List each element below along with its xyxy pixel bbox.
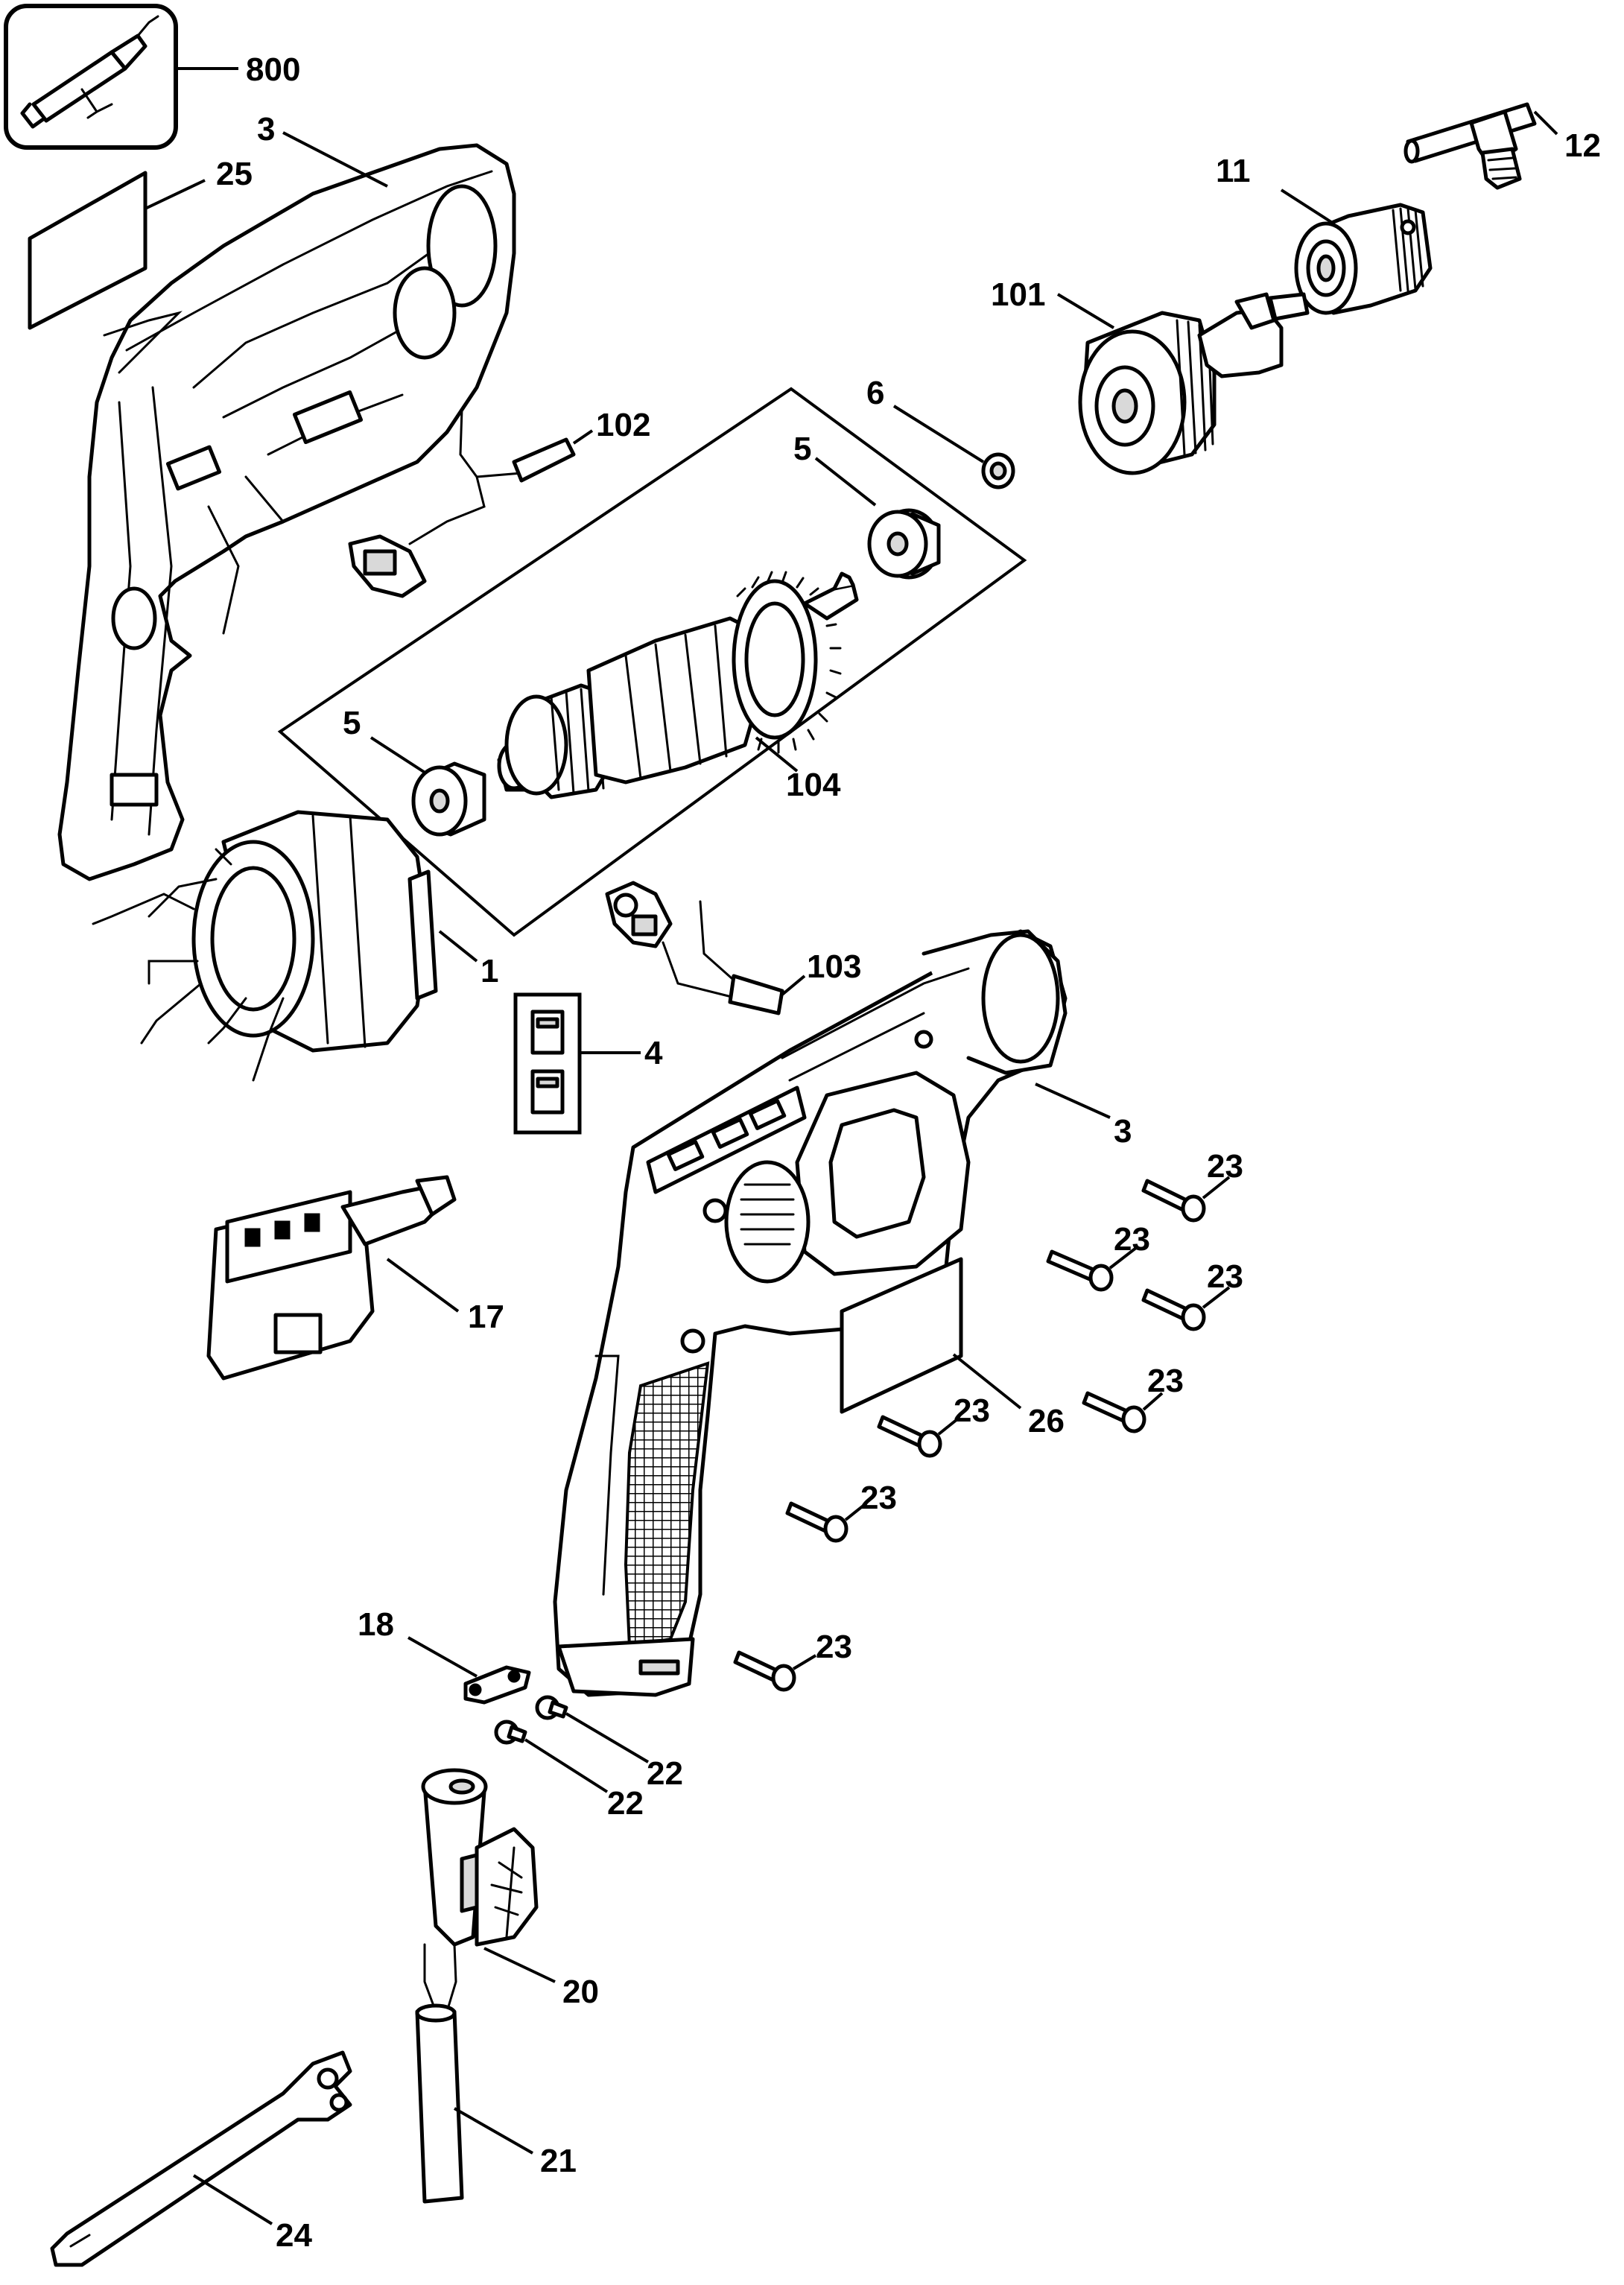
wire-lead-102 <box>348 408 576 598</box>
field-coil <box>92 810 438 1082</box>
callout-5-lower: 5 <box>343 705 361 741</box>
label-25 <box>28 171 148 330</box>
housing-assembled <box>553 929 1068 1697</box>
callout-17: 17 <box>468 1299 504 1335</box>
callout-20: 20 <box>562 1974 599 2010</box>
screw-22-a <box>535 1695 568 1720</box>
brush-set <box>513 992 582 1135</box>
cord-clamp <box>463 1665 531 1705</box>
screw-23-e <box>877 1415 942 1458</box>
callout-22-b: 22 <box>607 1785 644 1822</box>
spanner-wrench <box>50 2050 352 2267</box>
armature-outline-box <box>277 387 1027 937</box>
chuck-key <box>1403 102 1537 190</box>
housing-left-half <box>57 143 516 881</box>
callout-1: 1 <box>480 953 498 989</box>
armature <box>497 571 859 799</box>
drill-service-kit-icon <box>20 15 159 129</box>
callout-11: 11 <box>1216 153 1251 189</box>
screw-23-c <box>1141 1288 1206 1331</box>
cord-protector <box>421 1768 539 1947</box>
callout-23-b: 23 <box>1114 1221 1150 1258</box>
callout-3-lower: 3 <box>1114 1113 1132 1150</box>
callout-25: 25 <box>216 156 253 192</box>
callout-18: 18 <box>358 1606 394 1643</box>
callout-23-a: 23 <box>1207 1148 1243 1185</box>
screw-23-f <box>785 1501 849 1543</box>
label-26 <box>840 1257 963 1414</box>
callout-5-upper: 5 <box>793 431 811 467</box>
callout-23-f: 23 <box>860 1480 897 1516</box>
power-cord <box>415 1943 464 2204</box>
screw-23-a <box>1141 1179 1206 1223</box>
callout-23-e: 23 <box>954 1392 990 1429</box>
callout-101: 101 <box>991 276 1045 313</box>
callout-6: 6 <box>866 375 884 411</box>
callout-23-g: 23 <box>816 1629 852 1665</box>
wire-lead-103 <box>605 881 784 1015</box>
screw-23-g <box>733 1650 796 1692</box>
callout-103: 103 <box>807 948 861 985</box>
chuck <box>1294 203 1433 315</box>
callout-3-top: 3 <box>257 111 275 148</box>
callout-102: 102 <box>596 407 650 443</box>
screw-23-b <box>1046 1249 1114 1292</box>
trigger-switch <box>206 1175 457 1381</box>
callout-104: 104 <box>786 767 841 803</box>
callout-800: 800 <box>246 51 300 88</box>
callout-4: 4 <box>644 1035 663 1071</box>
callout-21: 21 <box>540 2143 577 2179</box>
gear-assembly <box>1078 292 1310 475</box>
screw-22-b <box>494 1720 527 1745</box>
washer-6 <box>981 452 1015 489</box>
callout-23-c: 23 <box>1207 1258 1243 1295</box>
callout-22-a: 22 <box>647 1755 683 1792</box>
bearing-5-lower <box>411 761 486 837</box>
screw-23-d <box>1082 1391 1146 1433</box>
bearing-5-upper <box>867 508 941 580</box>
callout-26: 26 <box>1028 1403 1065 1439</box>
callout-12: 12 <box>1564 127 1601 164</box>
callout-24: 24 <box>276 2217 312 2254</box>
callout-23-d: 23 <box>1147 1363 1184 1399</box>
service-kit-box <box>4 4 178 150</box>
